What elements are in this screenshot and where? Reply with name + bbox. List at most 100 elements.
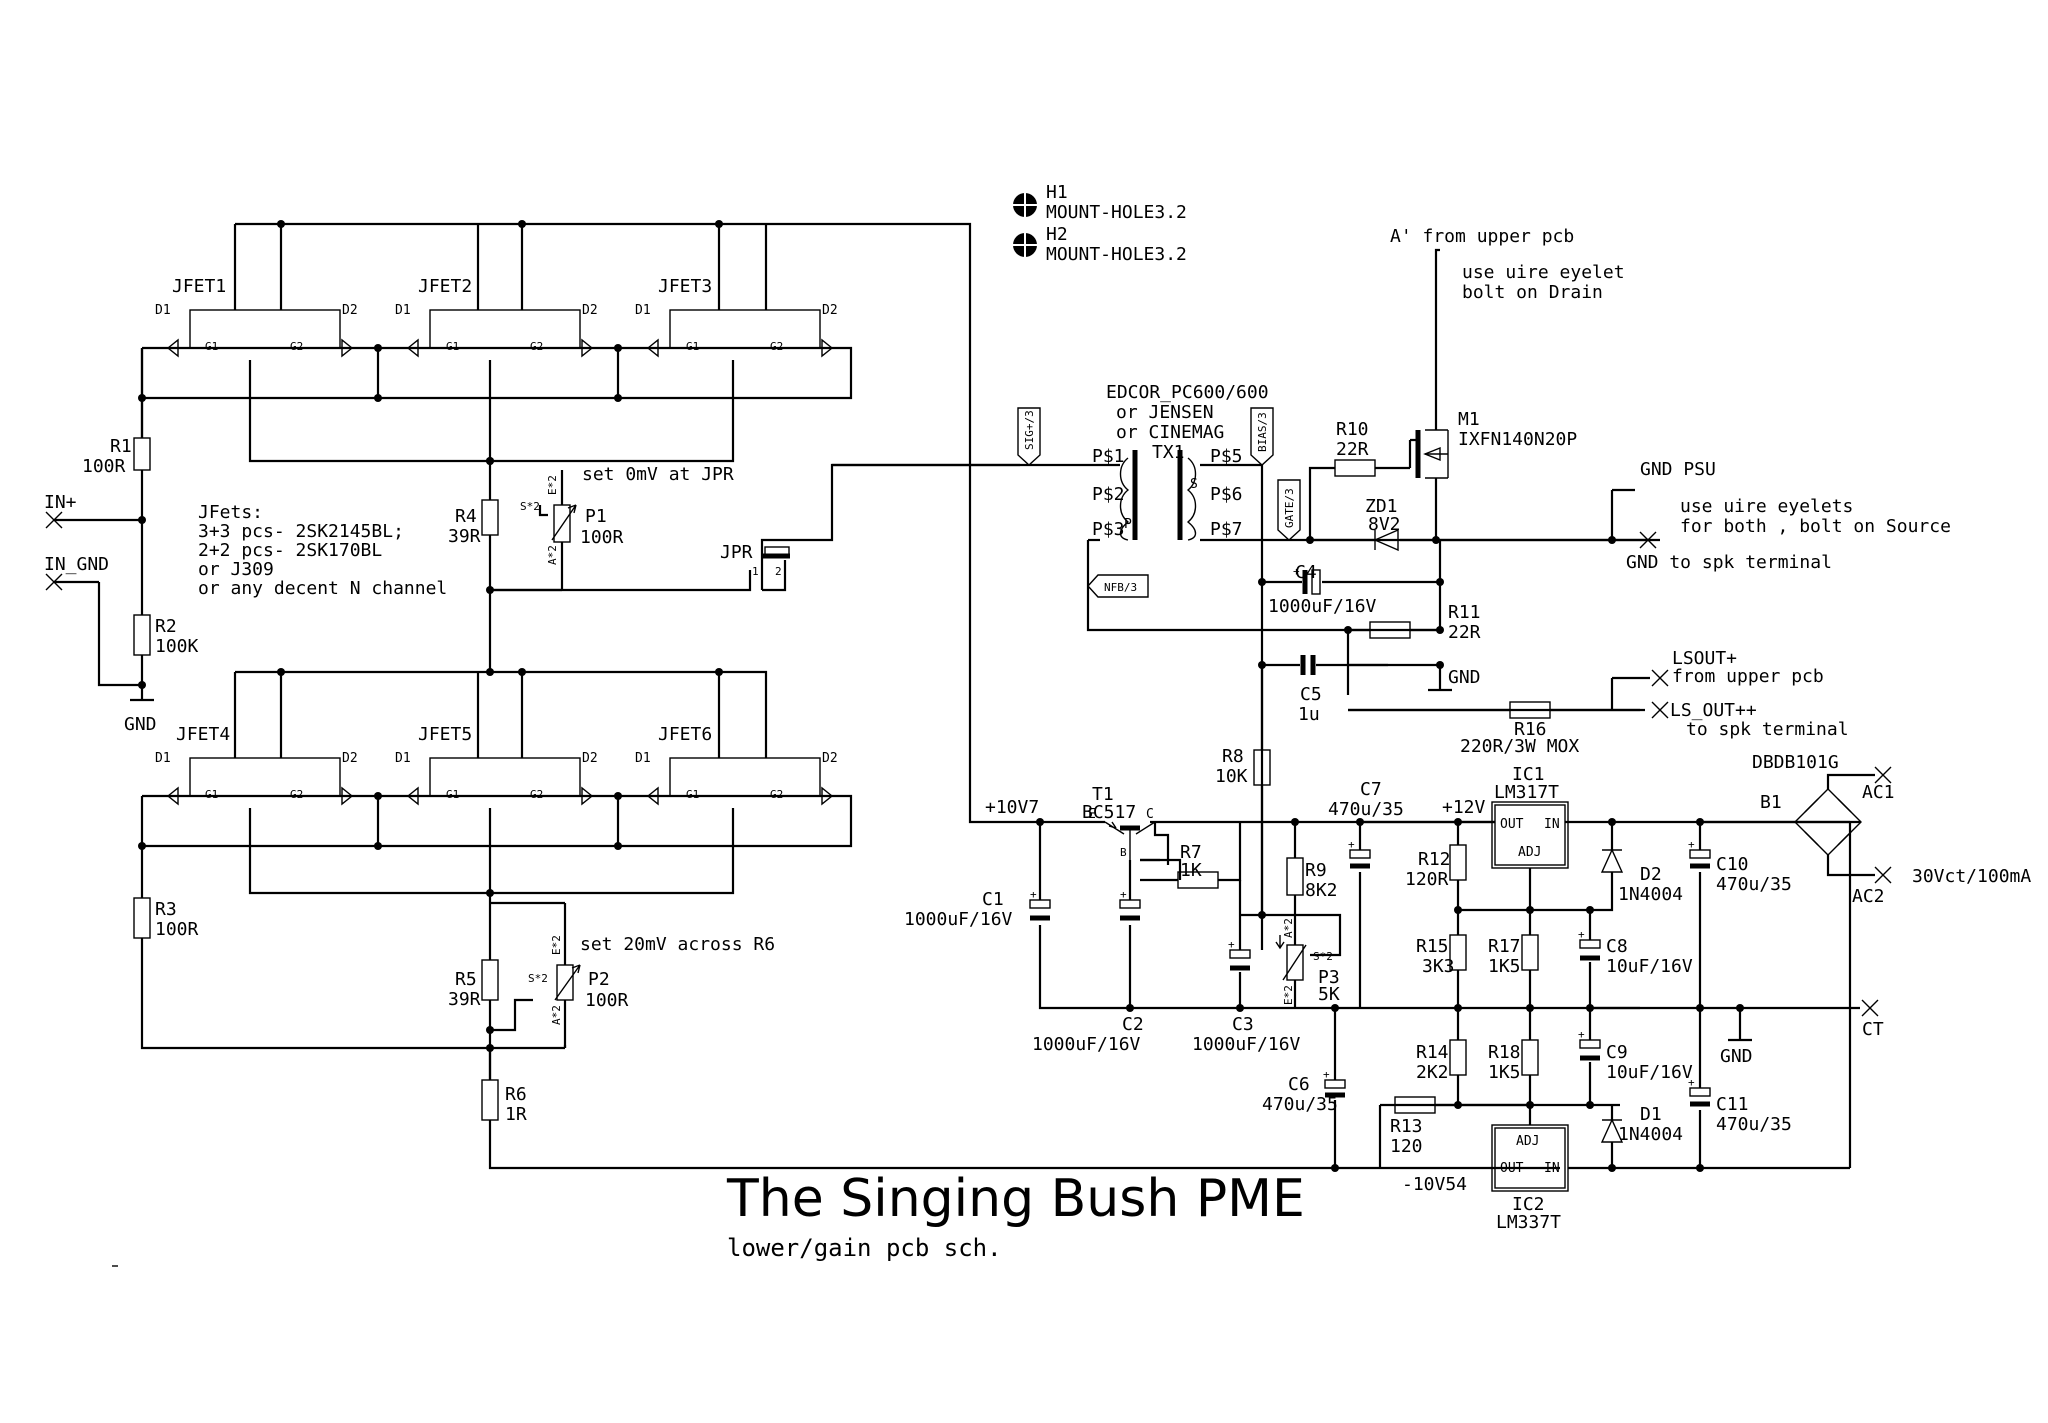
r2-ref: R2 xyxy=(155,616,177,637)
upper-jfet-row: JFET1 JFET2 JFET3 D1 D2 D1 D2 D1 D2 G1 G… xyxy=(138,220,1040,824)
c9-value: 10uF/16V xyxy=(1606,1062,1693,1083)
p1-ref: P1 xyxy=(585,506,607,527)
tx-secondary: S xyxy=(1190,477,1198,492)
p1-value: 100R xyxy=(580,527,624,548)
pin-d2: D2 xyxy=(342,751,358,766)
c6-ref: C6 xyxy=(1288,1074,1310,1095)
port-x-icon xyxy=(45,511,63,529)
output-stage: R10 22R M1 IXFN140N20P A' from upper pcb… xyxy=(1258,226,1951,757)
jfet-ref: JFET6 xyxy=(658,724,712,745)
jfet-ref: JFET3 xyxy=(658,276,712,297)
r3-value: 100R xyxy=(155,919,199,940)
plus-sign: + xyxy=(1293,565,1300,578)
tx-value: or CINEMAG xyxy=(1116,422,1224,443)
gnd-spk-label: GND to spk terminal xyxy=(1626,552,1832,573)
port-x-icon xyxy=(1651,701,1669,719)
r18-value: 1K5 xyxy=(1488,1062,1521,1083)
jpr-ref: JPR xyxy=(720,542,753,563)
ic1-pin-in: IN xyxy=(1544,817,1560,832)
t1-pin-b: B xyxy=(1120,846,1127,859)
c10-value: 470u/35 xyxy=(1716,874,1792,895)
flag-gate: GATE/3 xyxy=(1283,488,1296,528)
gnd-psu-label: GND PSU xyxy=(1640,459,1716,480)
tx-pin: P$7 xyxy=(1210,519,1243,540)
d2-ref: D2 xyxy=(1640,864,1662,885)
r13-value: 120 xyxy=(1390,1136,1423,1157)
pot-pin-s: S*2 xyxy=(1313,950,1333,963)
zd1-value: 8V2 xyxy=(1368,514,1401,535)
pot-pin-a: A*2 xyxy=(546,545,559,565)
r10-value: 22R xyxy=(1336,439,1369,460)
ic2-pin-in: IN xyxy=(1544,1161,1560,1176)
mount-holes: H1 MOUNT-HOLE3.2 H2 MOUNT-HOLE3.2 xyxy=(1013,182,1187,265)
eyelet-src-note: use uire eyelets xyxy=(1680,496,1853,517)
pin-g1: G1 xyxy=(446,340,459,353)
pin-d1: D1 xyxy=(395,303,411,318)
c5-ref: C5 xyxy=(1300,684,1322,705)
pot-pin-e: E*2 xyxy=(1282,985,1295,1005)
pin-d2: D2 xyxy=(342,303,358,318)
d1-ref: D1 xyxy=(1640,1104,1662,1125)
r2-value: 100K xyxy=(155,636,199,657)
pot-pin-a: A*2 xyxy=(1282,918,1295,938)
ic2-box xyxy=(1491,1124,1569,1192)
resistor-r17 xyxy=(1521,934,1539,971)
ct-label: CT xyxy=(1862,1019,1884,1040)
pin-g2: G2 xyxy=(530,788,543,801)
jpr-pin: 2 xyxy=(775,565,782,578)
power-supply: R8 10K +10V7 T1 BC517 E C B R7 1K + C1 1… xyxy=(904,665,2031,1233)
jpr-pin: 1 xyxy=(752,565,759,578)
title-block: The Singing Bush PME lower/gain pcb sch. xyxy=(112,1169,1305,1267)
r11-ref: R11 xyxy=(1448,602,1481,623)
ic1-pin-out: OUT xyxy=(1500,817,1524,832)
c11-ref: C11 xyxy=(1716,1094,1749,1115)
r4-value: 39R xyxy=(448,526,481,547)
tx-ref: TX1 xyxy=(1152,442,1185,463)
lsout-label: LSOUT+ xyxy=(1672,648,1737,669)
plus-sign: + xyxy=(1120,888,1127,901)
tx-value: EDCOR_PC600/600 xyxy=(1106,382,1269,403)
tx-pin: P$1 xyxy=(1092,446,1125,467)
r14-value: 2K2 xyxy=(1416,1062,1449,1083)
jfet-ref: JFET5 xyxy=(418,724,472,745)
ic2-ref: IC2 xyxy=(1512,1194,1545,1215)
d2-value: 1N4004 xyxy=(1618,884,1683,905)
jfet-notes: JFets: 3+3 pcs- 2SK2145BL; 2+2 pcs- 2SK1… xyxy=(198,502,447,599)
d1-value: 1N4004 xyxy=(1618,1124,1683,1145)
resistor-r12 xyxy=(1449,844,1467,881)
t1-ref: T1 xyxy=(1092,784,1114,805)
lsout-note: from upper pcb xyxy=(1672,666,1824,687)
r6-value: 1R xyxy=(505,1104,527,1125)
ac1-label: AC1 xyxy=(1862,782,1895,803)
c3-ref: C3 xyxy=(1232,1014,1254,1035)
jfet3: JFET3 xyxy=(646,276,834,358)
rail-neg10: -10V54 xyxy=(1402,1174,1467,1195)
pot-pin-a: A*2 xyxy=(550,1005,563,1025)
c3-value: 1000uF/16V xyxy=(1192,1034,1301,1055)
resistor-r1 xyxy=(133,437,151,471)
r15-ref: R15 xyxy=(1416,936,1449,957)
resistor-r14 xyxy=(1449,1039,1467,1076)
resistor-r2 xyxy=(133,614,151,656)
r4-ref: R4 xyxy=(455,506,477,527)
resistor-r8 xyxy=(1253,749,1271,786)
c1-ref: C1 xyxy=(982,889,1004,910)
h1-ref: H1 xyxy=(1046,182,1068,203)
pot-p3 xyxy=(1286,944,1304,981)
pin-d1: D1 xyxy=(155,303,171,318)
jfet-ref: JFET1 xyxy=(172,276,226,297)
port-x-icon xyxy=(1861,999,1879,1017)
pin-g1: G1 xyxy=(205,340,218,353)
jfet-ref: JFET4 xyxy=(176,724,230,745)
r8-ref: R8 xyxy=(1222,746,1244,767)
jfet1: JFET1 xyxy=(166,276,354,358)
port-in-gnd: IN_GND xyxy=(44,554,109,575)
r1-ref: R1 xyxy=(110,436,132,457)
t1-pin-e: E xyxy=(1088,807,1096,822)
h1-value: MOUNT-HOLE3.2 xyxy=(1046,202,1187,223)
c7-value: 470u/35 xyxy=(1328,799,1404,820)
r5-ref: R5 xyxy=(455,969,477,990)
r1-value: 100R xyxy=(82,456,126,477)
resistor-r3 xyxy=(133,897,151,939)
pin-d1: D1 xyxy=(635,751,651,766)
